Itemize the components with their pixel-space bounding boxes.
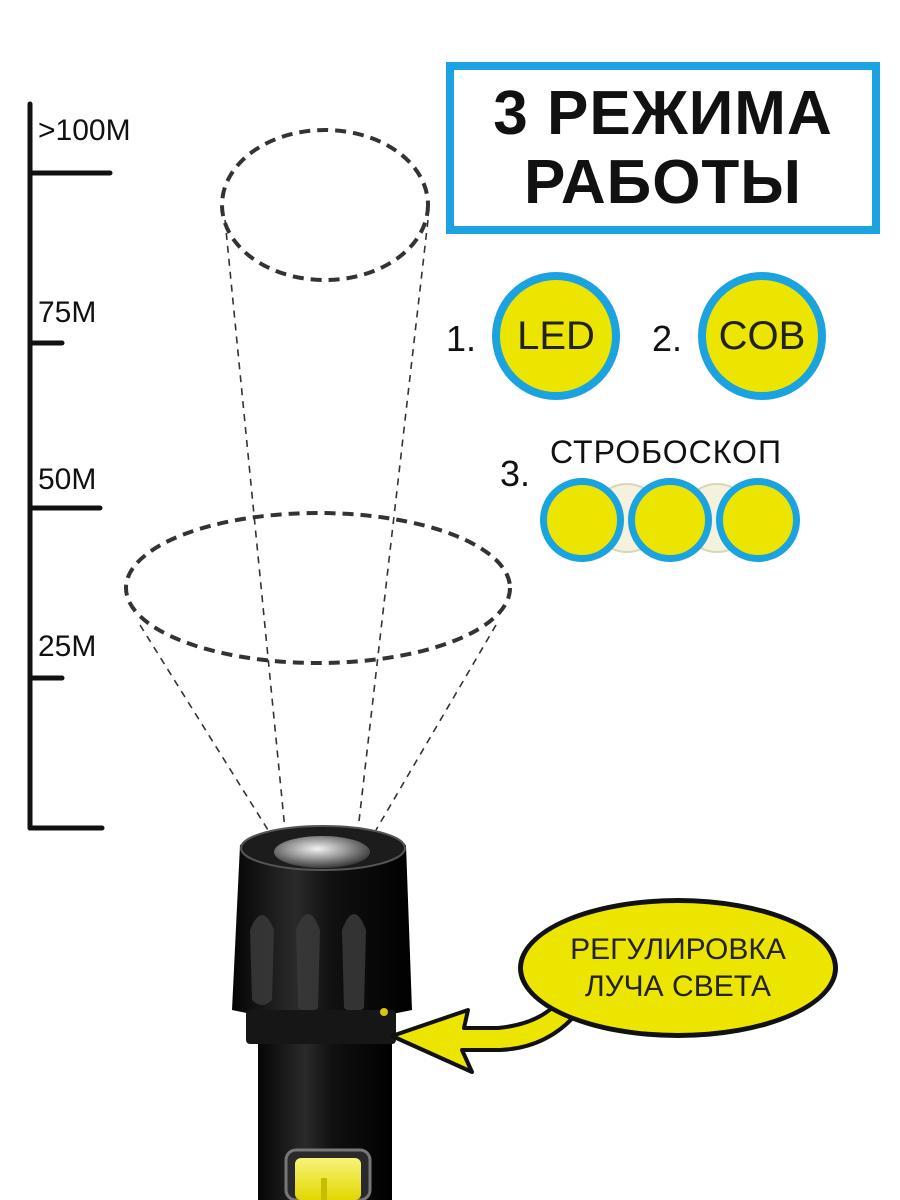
mode-led-badge: LED <box>492 272 620 400</box>
title-box: 3 РЕЖИМА РАБОТЫ <box>446 62 880 234</box>
mode-cob-badge: COB <box>698 272 826 400</box>
mode-1-number: 1. <box>446 318 477 359</box>
beam-adjust-callout: РЕГУЛИРОВКА ЛУЧА СВЕТА <box>518 898 838 1038</box>
mode-led-label: LED <box>517 313 595 358</box>
scale-label-100m: >100M <box>38 114 131 147</box>
strobe-dot <box>628 478 712 562</box>
flashlight <box>232 825 412 1200</box>
scale-label-50m: 50M <box>38 463 97 496</box>
strobe-dot <box>540 478 624 562</box>
callout-line-2: ЛУЧА СВЕТА <box>584 970 772 1003</box>
scale-label-25m: 25M <box>38 630 97 663</box>
distance-scale <box>27 101 113 831</box>
mode-3-number: 3. <box>500 453 531 494</box>
mode-2-number: 2. <box>652 318 683 359</box>
callout-line-1: РЕГУЛИРОВКА <box>570 932 786 966</box>
title-line-1: 3 РЕЖИМА <box>493 78 833 148</box>
strobe-dot <box>716 478 800 562</box>
callout-arrow <box>390 998 580 1074</box>
mode-cob-label: COB <box>718 313 806 358</box>
scale-label-75m: 75M <box>38 296 97 329</box>
mode-strobe-label: СТРОБОСКОП <box>550 434 782 470</box>
title-line-2: РАБОТЫ <box>523 148 803 217</box>
beam-cones <box>124 128 512 831</box>
